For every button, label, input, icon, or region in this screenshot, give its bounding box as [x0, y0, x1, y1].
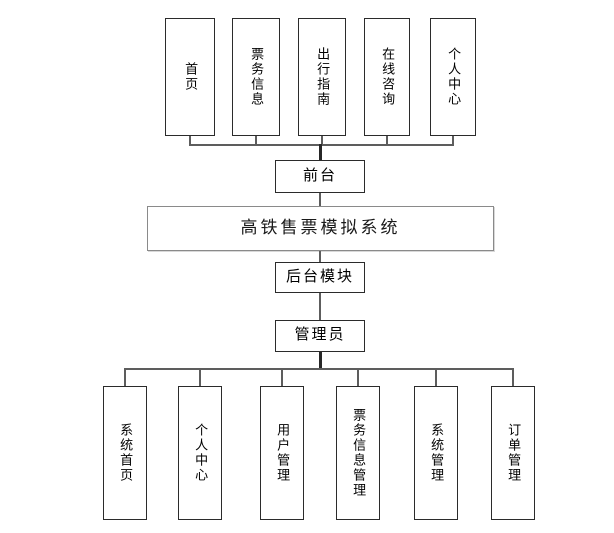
node-label: 管理员	[294, 327, 346, 344]
connector-backend-to-admin	[319, 293, 321, 321]
connector-frontend-trunk	[319, 144, 322, 161]
node-label: 首页	[183, 62, 199, 92]
connector-admin-trunk	[319, 352, 322, 370]
node-backend-item-3[interactable]: 票务信息管理	[336, 386, 380, 520]
connector-backend-stub-5	[512, 368, 514, 386]
node-backend-item-5[interactable]: 订单管理	[491, 386, 535, 520]
node-label: 在线咨询	[380, 47, 396, 107]
connector-frontend-stub-2	[321, 136, 323, 145]
connector-system-to-backend	[319, 251, 321, 263]
connector-backend-stub-3	[357, 368, 359, 386]
connector-backend-stub-0	[124, 368, 126, 386]
node-label: 个人中心	[446, 47, 462, 107]
node-label: 系统管理	[429, 423, 445, 483]
node-label: 用户管理	[275, 423, 291, 483]
node-label: 票务信息管理	[351, 408, 367, 498]
connector-frontend-to-system	[319, 193, 321, 207]
node-system-title[interactable]: 高铁售票模拟系统	[147, 206, 494, 251]
node-label: 后台模块	[285, 268, 354, 285]
node-backend-item-2[interactable]: 用户管理	[260, 386, 304, 520]
connector-backend-stub-1	[199, 368, 201, 386]
node-backend-item-4[interactable]: 系统管理	[414, 386, 458, 520]
node-label: 订单管理	[506, 423, 522, 483]
node-label: 系统首页	[118, 423, 134, 483]
node-frontend-item-1[interactable]: 票务信息	[232, 18, 280, 136]
connector-frontend-stub-1	[255, 136, 257, 145]
node-frontend-item-3[interactable]: 在线咨询	[364, 18, 410, 136]
node-backend-role[interactable]: 管理员	[275, 320, 365, 352]
node-backend-item-1[interactable]: 个人中心	[178, 386, 222, 520]
node-frontend-group[interactable]: 前台	[275, 160, 365, 193]
connector-backend-stub-4	[435, 368, 437, 386]
node-label: 个人中心	[193, 423, 209, 483]
node-frontend-item-0[interactable]: 首页	[165, 18, 215, 136]
connector-backend-stub-2	[281, 368, 283, 386]
node-frontend-item-4[interactable]: 个人中心	[430, 18, 476, 136]
connector-frontend-stub-0	[189, 136, 191, 145]
node-backend-group[interactable]: 后台模块	[275, 262, 365, 293]
connector-frontend-stub-4	[452, 136, 454, 145]
node-label: 出行指南	[315, 47, 331, 107]
node-label: 前台	[302, 167, 337, 184]
node-label: 票务信息	[249, 47, 265, 107]
system-title-label: 高铁售票模拟系统	[240, 218, 401, 238]
connector-backend-bus	[125, 368, 514, 370]
node-frontend-item-2[interactable]: 出行指南	[298, 18, 346, 136]
connector-frontend-stub-3	[386, 136, 388, 145]
node-backend-item-0[interactable]: 系统首页	[103, 386, 147, 520]
